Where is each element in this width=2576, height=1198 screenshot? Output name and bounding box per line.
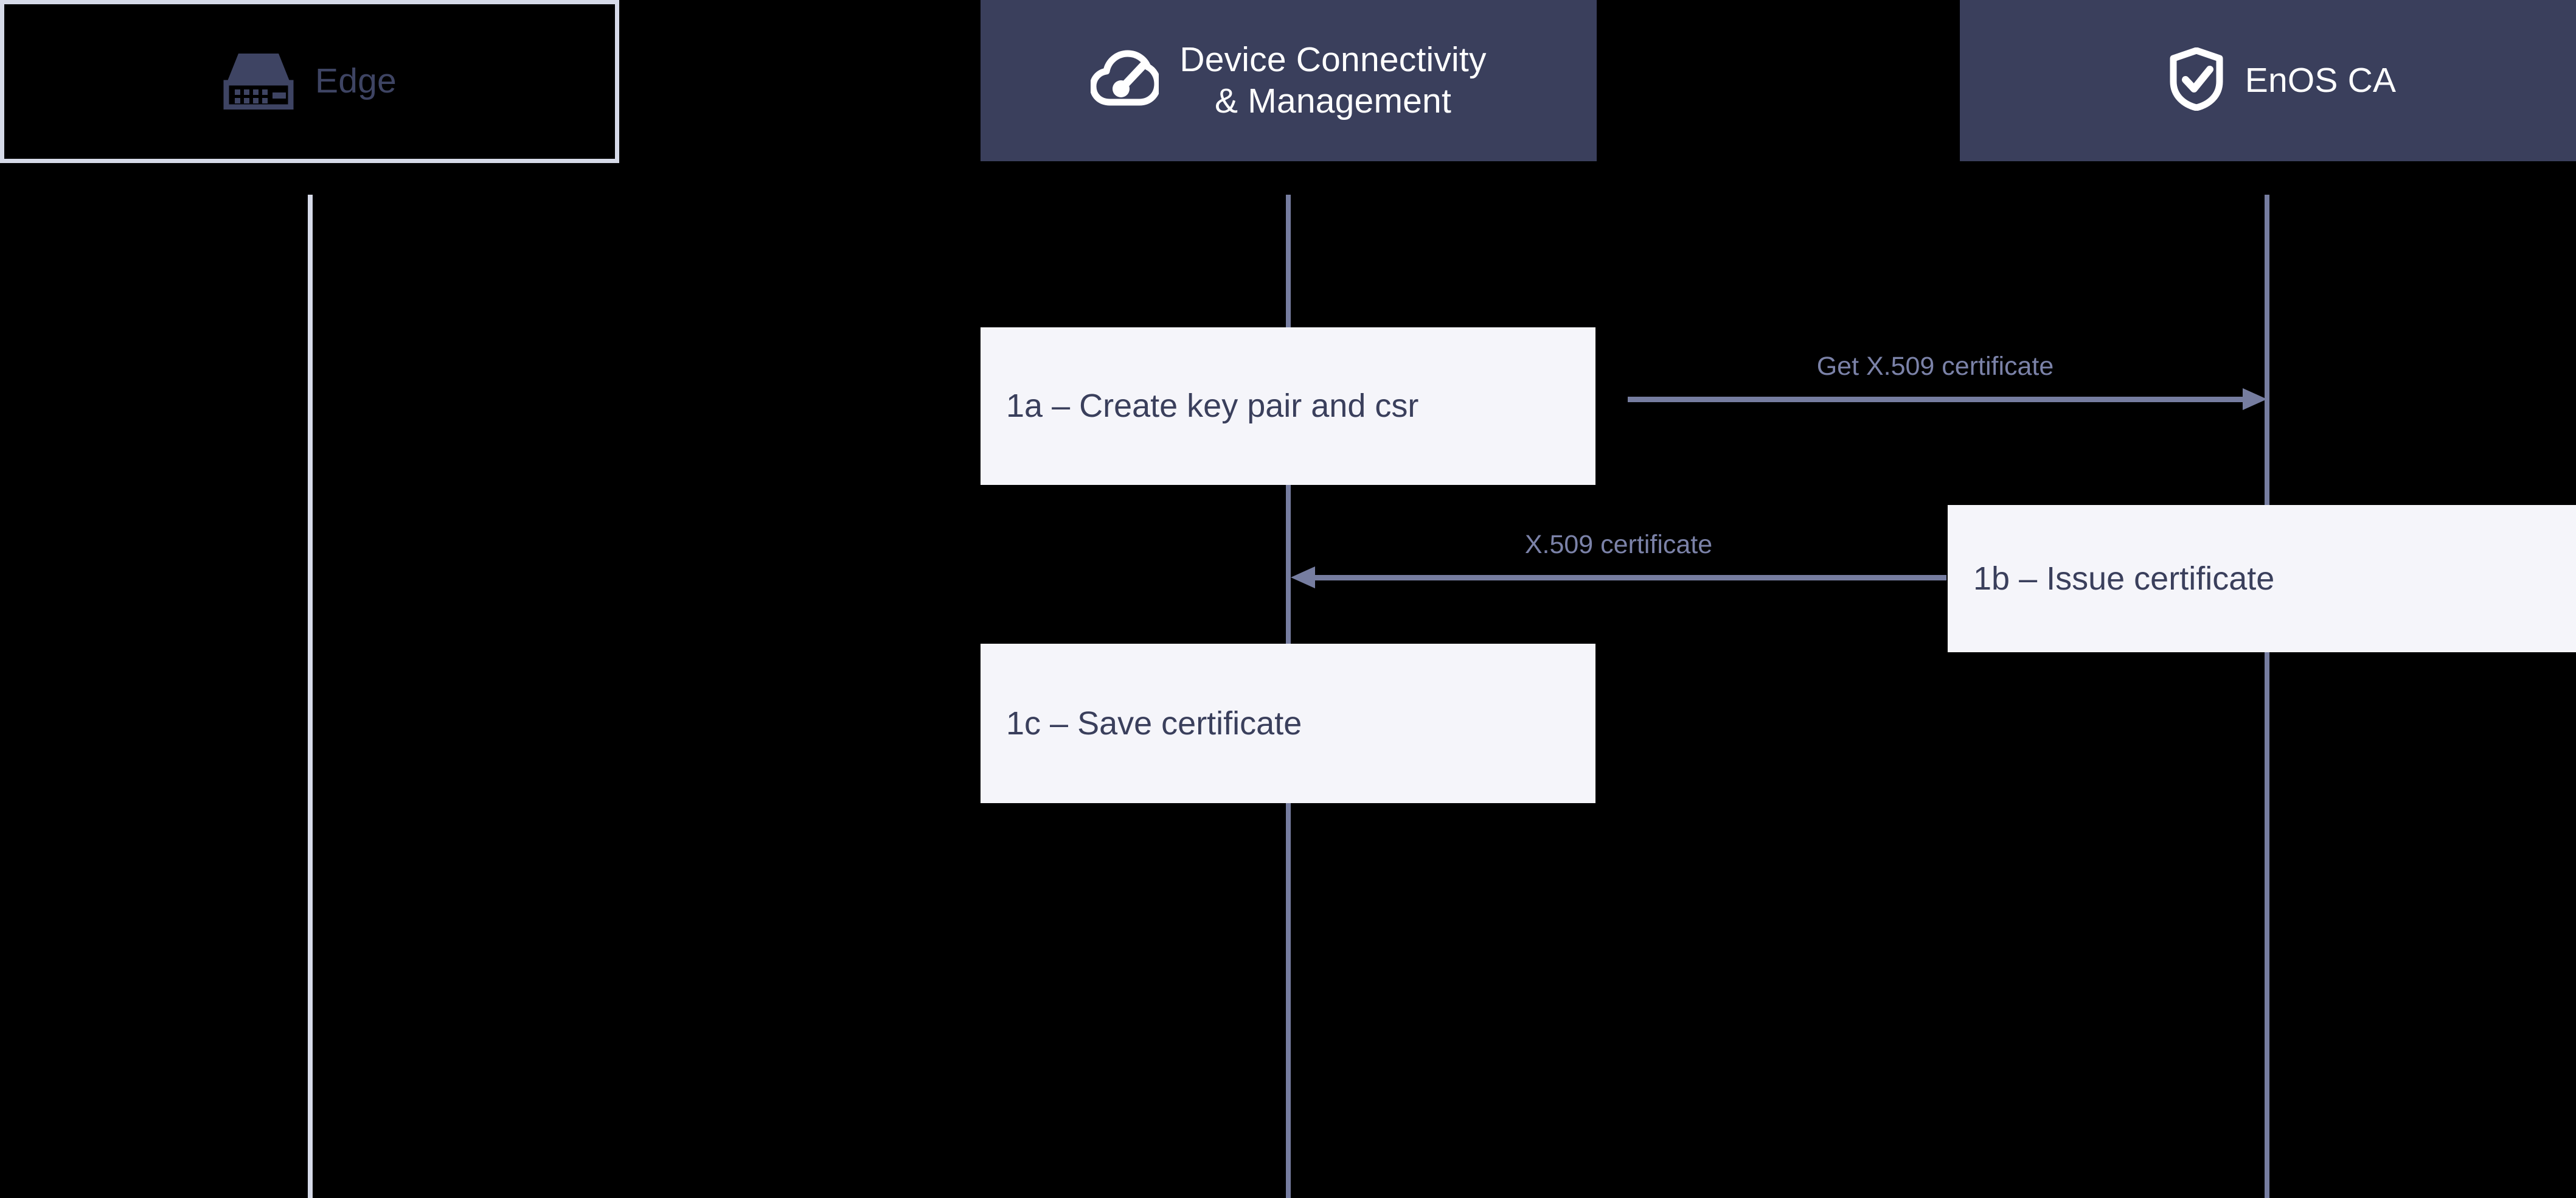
participant-label-edge: Edge [315, 61, 397, 101]
participant-enos-ca[interactable]: EnOS CA [1960, 0, 2576, 161]
arrowhead-right-icon [2243, 388, 2267, 410]
message-label-x509-certificate: X.509 certificate [1524, 530, 1713, 559]
action-box-step-1b[interactable]: 1b – Issue certificate [1948, 505, 2576, 652]
message-line-get-x509-certificate [1628, 397, 2243, 402]
participant-label-enos-ca: EnOS CA [2244, 60, 2397, 100]
message-line-x509-certificate [1315, 575, 1946, 580]
action-label-step-1a: 1a – Create key pair and csr [1006, 388, 1419, 425]
cloud-gauge-icon [1089, 50, 1161, 111]
participant-device-connectivity-management[interactable]: Device Connectivity & Management [981, 0, 1597, 161]
network-switch-icon [223, 51, 294, 113]
message-label-get-x509-certificate: Get X.509 certificate [1816, 352, 2054, 381]
shield-check-icon [2168, 47, 2224, 114]
participant-label-device-connectivity-management: Device Connectivity & Management [1179, 40, 1487, 120]
action-label-step-1c: 1c – Save certificate [1006, 705, 1302, 742]
participant-edge[interactable]: Edge [0, 0, 619, 163]
lifeline-edge [308, 195, 313, 1198]
action-box-step-1a[interactable]: 1a – Create key pair and csr [981, 327, 1595, 485]
action-box-step-1c[interactable]: 1c – Save certificate [981, 644, 1595, 803]
action-label-step-1b: 1b – Issue certificate [1973, 560, 2275, 597]
lifeline-enos-ca [2265, 195, 2269, 1198]
arrowhead-left-icon [1291, 566, 1315, 588]
